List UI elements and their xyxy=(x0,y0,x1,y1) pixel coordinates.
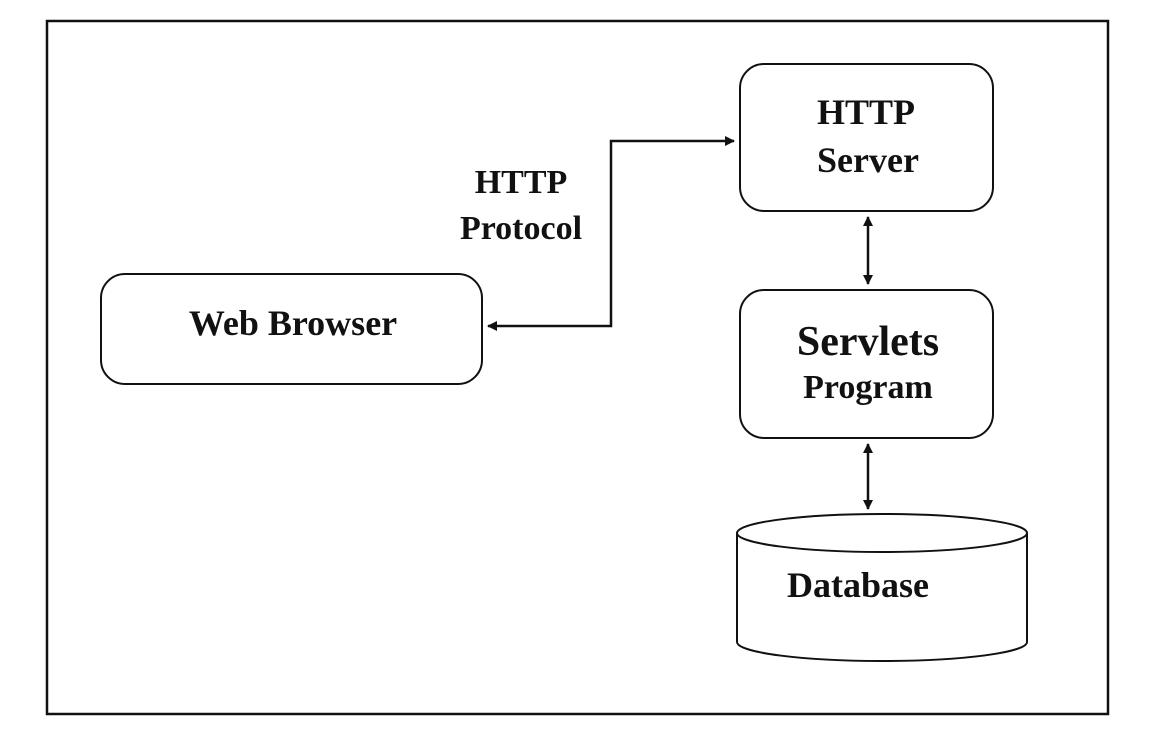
web-browser-box xyxy=(100,273,483,385)
web-browser-node: Web Browser xyxy=(100,273,483,385)
servlets-program-box xyxy=(739,289,994,439)
database-label: Database xyxy=(787,565,929,605)
http-server-box xyxy=(739,63,994,212)
http-server-label-line1: HTTP xyxy=(817,92,915,132)
http-protocol-label-line1: HTTP xyxy=(475,164,568,201)
database-node: Database xyxy=(736,513,1028,662)
http-server-label-line2: Server xyxy=(817,140,919,180)
web-browser-label: Web Browser xyxy=(189,303,397,343)
database-cylinder-body xyxy=(736,533,1028,662)
http-protocol-connector xyxy=(487,136,735,331)
http-protocol-label-line2: Protocol xyxy=(460,210,582,247)
http-server-node: HTTP Server xyxy=(739,63,994,212)
database-cylinder-top xyxy=(736,513,1028,553)
servlets-program-label-line1: Servlets xyxy=(797,319,939,365)
servlets-program-label-line2: Program xyxy=(803,369,933,406)
servlets-program-node: Servlets Program xyxy=(739,289,994,439)
